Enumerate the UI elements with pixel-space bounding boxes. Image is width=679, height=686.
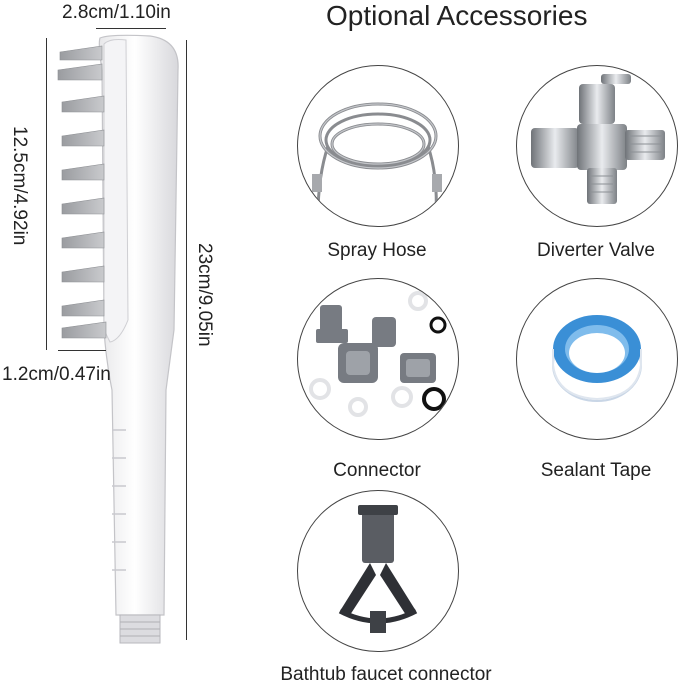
connector-label: Connector <box>333 460 421 481</box>
spray-hose-circle <box>297 65 459 227</box>
spray-hose-icon <box>312 102 442 217</box>
width-label: 2.8cm/1.10in <box>62 2 171 23</box>
sealant-tape-circle <box>516 278 678 440</box>
diverter-valve-label: Diverter Valve <box>537 240 655 261</box>
connector-icon <box>309 291 447 417</box>
spray-hose-label: Spray Hose <box>327 240 427 261</box>
bathtub-faucet-connector-label: Bathtub faucet connector <box>280 664 492 685</box>
total-length-dimension-line <box>186 40 187 640</box>
bathtub-faucet-connector-icon <box>338 505 418 633</box>
thickness-dimension-line <box>58 350 106 351</box>
total-length-label: 23cm/9.05in <box>194 243 215 347</box>
connector-circle <box>297 278 459 440</box>
brush-length-label: 12.5cm/4.92in <box>9 126 30 246</box>
bathtub-faucet-connector-circle <box>297 490 459 652</box>
shower-head-product <box>40 30 200 650</box>
page-title: Optional Accessories <box>326 0 588 31</box>
thickness-label: 1.2cm/0.47in <box>2 364 111 385</box>
shower-head-illustration <box>57 34 179 644</box>
diverter-valve-circle <box>516 65 678 227</box>
sealant-tape-label: Sealant Tape <box>540 460 652 481</box>
sealant-tape-icon <box>552 315 642 402</box>
brush-length-dimension-line <box>46 38 47 350</box>
diverter-valve-icon <box>531 74 665 204</box>
width-dimension-line <box>96 28 166 29</box>
